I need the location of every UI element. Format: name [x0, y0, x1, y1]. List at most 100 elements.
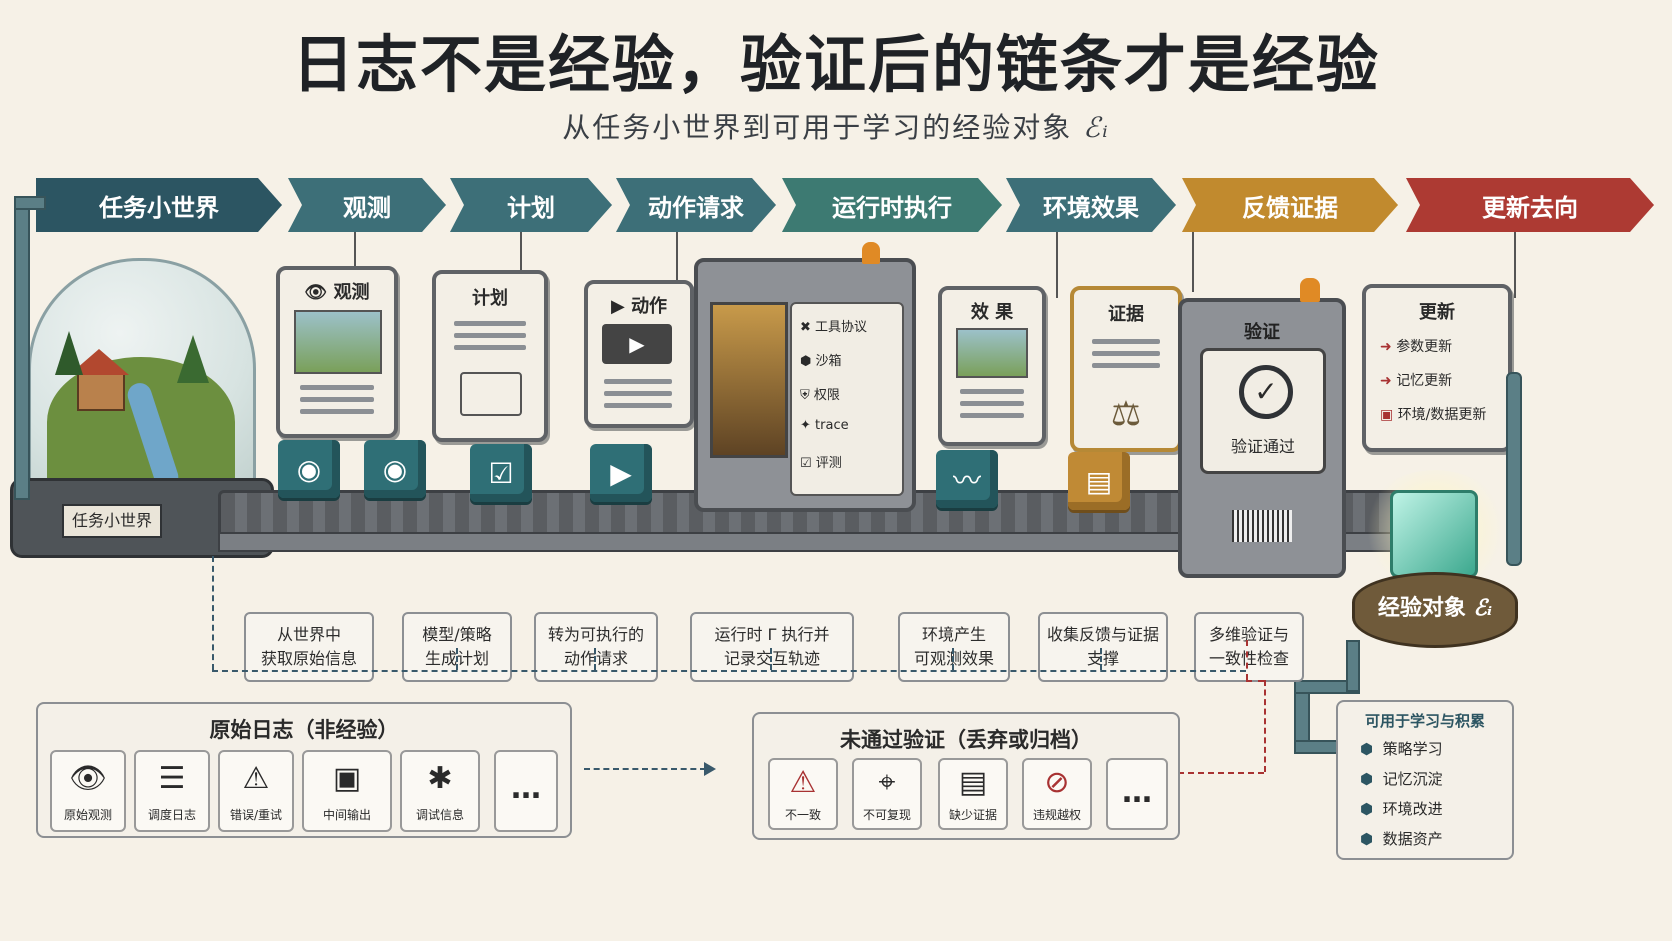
log-lines [604, 372, 672, 415]
verify-lamp-icon [1300, 278, 1320, 302]
raw-log-item: ▣中间输出 [302, 750, 392, 832]
stage-label: 任务小世界 [99, 193, 219, 222]
more-icon: … [1122, 775, 1152, 810]
desc-line: 从世界中 [276, 625, 341, 644]
arrow-head-icon [704, 762, 716, 776]
raw-log-label: 调试信息 [415, 808, 464, 822]
failed-label: 缺少证据 [948, 808, 997, 822]
usage-panel: 可用于学习与积累 ⬢ 策略学习 ⬢ 记忆沉淀 ⬢ 环境改进 ⬢ 数据资产 [1336, 700, 1514, 860]
pipe [14, 196, 46, 210]
failed-title: 未通过验证（丢弃或归档） [840, 728, 1092, 752]
desc-line: 运行时 Γ 执行并 [714, 625, 830, 644]
stage-banner-action: 动作请求 [616, 178, 776, 232]
experience-symbol: ℰᵢ [1473, 595, 1493, 621]
runtime-item-label: 权限 [813, 388, 840, 403]
evidence-card: 证据 ⚖ [1070, 286, 1182, 452]
verify-machine: 验证 ✓ 验证通过 [1178, 298, 1346, 578]
usage-label: 记忆沉淀 [1382, 770, 1443, 788]
evidence-title: 证据 [1108, 304, 1144, 325]
document-cube-icon: ▤ [1068, 452, 1130, 510]
cube-icon: ⬢ [1360, 770, 1374, 788]
no-entry-icon: ⊘ [1044, 765, 1070, 800]
desc-line: 支撑 [1086, 649, 1119, 668]
action-title: ▶ 动作 [588, 292, 690, 318]
pipe [1346, 640, 1360, 692]
stage-banner-effect: 环境效果 [1006, 178, 1176, 232]
stage-banner-plan: 计划 [450, 178, 612, 232]
observe-title: 👁 观测 [280, 278, 394, 304]
failed-item: ⌖不可复现 [852, 758, 922, 830]
checkbox-icon: ☑ [800, 456, 812, 471]
stage-banner-observe: 观测 [288, 178, 446, 232]
runtime-item-protocol: ✖ 工具协议 [800, 316, 867, 335]
flow-arrow [584, 768, 706, 770]
crosshair-icon: ⌖ [878, 765, 896, 800]
connector [520, 232, 522, 284]
update-item: ➜ 参数更新 [1380, 336, 1452, 356]
more-icon: … [511, 771, 541, 806]
flow-line [212, 670, 1246, 672]
world-plate: 任务小世界 [62, 504, 162, 538]
cube-icon: ⬢ [800, 354, 812, 369]
runtime-item-permission: ⛨ 权限 [800, 384, 840, 403]
bug-icon: ✱ [427, 761, 453, 796]
runtime-machine: ✖ 工具协议 ⬢ 沙箱 ⛨ 权限 ✦ trace ☑ 评测 [694, 258, 916, 512]
raw-log-label: 中间输出 [322, 808, 371, 822]
effect-card: 效 果 [938, 286, 1046, 446]
plan-title: 计划 [472, 288, 508, 309]
stage-label: 观测 [343, 193, 391, 222]
play-cube-icon: ▶ [590, 444, 652, 502]
runtime-window [710, 302, 788, 458]
failed-label: 不一致 [784, 808, 821, 822]
failed-item: ⚠ 不一致 [768, 758, 838, 830]
page-subtitle: 从任务小世界到可用于学习的经验对象 ℰᵢ [0, 106, 1672, 146]
observe-title-text: 观测 [333, 282, 370, 303]
raw-log-more: … [494, 750, 558, 832]
failed-item: ⊘违规越权 [1022, 758, 1092, 830]
warning-icon: ⚠ [789, 765, 817, 800]
experience-crystal-icon [1390, 490, 1478, 578]
desc-line: 收集反馈与证据 [1046, 625, 1159, 644]
cube-icon: ⬢ [1360, 740, 1374, 758]
update-item-label: 环境/数据更新 [1397, 407, 1487, 423]
failed-item: ▤缺少证据 [938, 758, 1008, 830]
shield-icon: ⛨ [800, 388, 810, 403]
stage-label: 计划 [507, 193, 555, 222]
subtitle-text: 从任务小世界到可用于学习的经验对象 [562, 111, 1073, 144]
usage-title: 可用于学习与积累 [1364, 712, 1485, 730]
raw-log-label: 错误/重试 [229, 808, 283, 822]
flow-line [212, 556, 214, 670]
desc-line: 环境产生 [921, 625, 986, 644]
stage-label: 运行时执行 [832, 193, 952, 222]
stage-label: 更新去向 [1482, 193, 1578, 222]
failed-panel: 未通过验证（丢弃或归档） ⚠ 不一致 ⌖不可复现 ▤缺少证据 ⊘违规越权 … [752, 712, 1180, 840]
runtime-lamp-icon [862, 242, 880, 264]
plan-card: 计划 [432, 270, 548, 442]
reject-line [1246, 680, 1264, 682]
effect-title: 效 果 [970, 302, 1014, 323]
tree-icon [177, 335, 209, 383]
cube-icon: ⬢ [1360, 830, 1374, 848]
arrow-right-icon: ➜ [1380, 339, 1392, 355]
landscape-thumbnail [956, 328, 1028, 378]
experience-label: 经验对象 [1377, 596, 1466, 621]
cube-icon: ⬢ [1360, 800, 1374, 818]
flowchart-icon [460, 372, 522, 416]
stage-banner-runtime: 运行时执行 [782, 178, 1002, 232]
compass-icon: ✦ [800, 418, 811, 433]
eye-icon: 👁 [68, 761, 108, 796]
usage-item: ⬢ 策略学习 [1360, 738, 1443, 759]
raw-log-item: ✱ 调试信息 [400, 750, 480, 832]
stage-banner-evidence: 反馈证据 [1182, 178, 1398, 232]
raw-log-item: ⚠错误/重试 [218, 750, 294, 832]
subtitle-symbol: ℰᵢ [1083, 111, 1110, 144]
raw-log-item: 👁原始观测 [50, 750, 126, 832]
arrow-right-icon: ➜ [1380, 373, 1392, 389]
barcode-icon [1232, 510, 1292, 542]
eye-cube-icon: ◉ [364, 440, 426, 498]
connector [1056, 232, 1058, 298]
tree-icon [55, 331, 83, 375]
action-card: ▶ 动作 ▶ [584, 280, 694, 428]
raw-log-item: ☰调度日志 [134, 750, 210, 832]
runtime-item-label: 工具协议 [815, 320, 868, 335]
